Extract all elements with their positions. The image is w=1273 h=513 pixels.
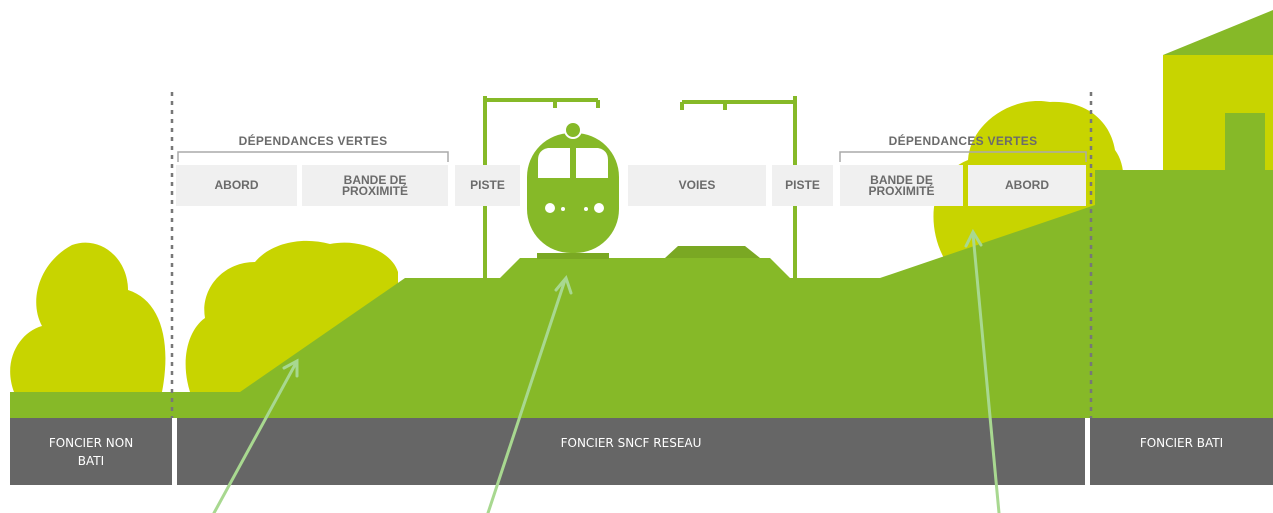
zone-bande-right: BANDE DE PROXIMITÉ xyxy=(840,165,963,206)
zone-voies: VOIES xyxy=(628,165,766,206)
zone-abord-right: ABORD xyxy=(968,165,1086,206)
left-group-title: DÉPENDANCES VERTES xyxy=(238,134,388,148)
zone-bande-left: BANDE DE PROXIMITÉ xyxy=(302,165,448,206)
building-icon xyxy=(1163,10,1273,170)
arrow-icon xyxy=(212,228,1001,513)
boundary-lines xyxy=(170,92,1093,418)
land-non-bati: FONCIER NON BATI xyxy=(48,435,134,468)
ground xyxy=(10,170,1273,418)
land-sncf: FONCIER SNCF RESEAU xyxy=(560,436,702,450)
right-group-title: DÉPENDANCES VERTES xyxy=(888,134,1038,148)
land-band xyxy=(10,418,1273,485)
land-bati: FONCIER BATI xyxy=(1139,436,1224,450)
left-tree-icon xyxy=(10,242,166,392)
zone-abord-left: ABORD xyxy=(176,165,297,206)
zone-piste-left: PISTE xyxy=(455,165,520,206)
zone-piste-right: PISTE xyxy=(772,165,833,206)
train-icon xyxy=(527,121,619,259)
